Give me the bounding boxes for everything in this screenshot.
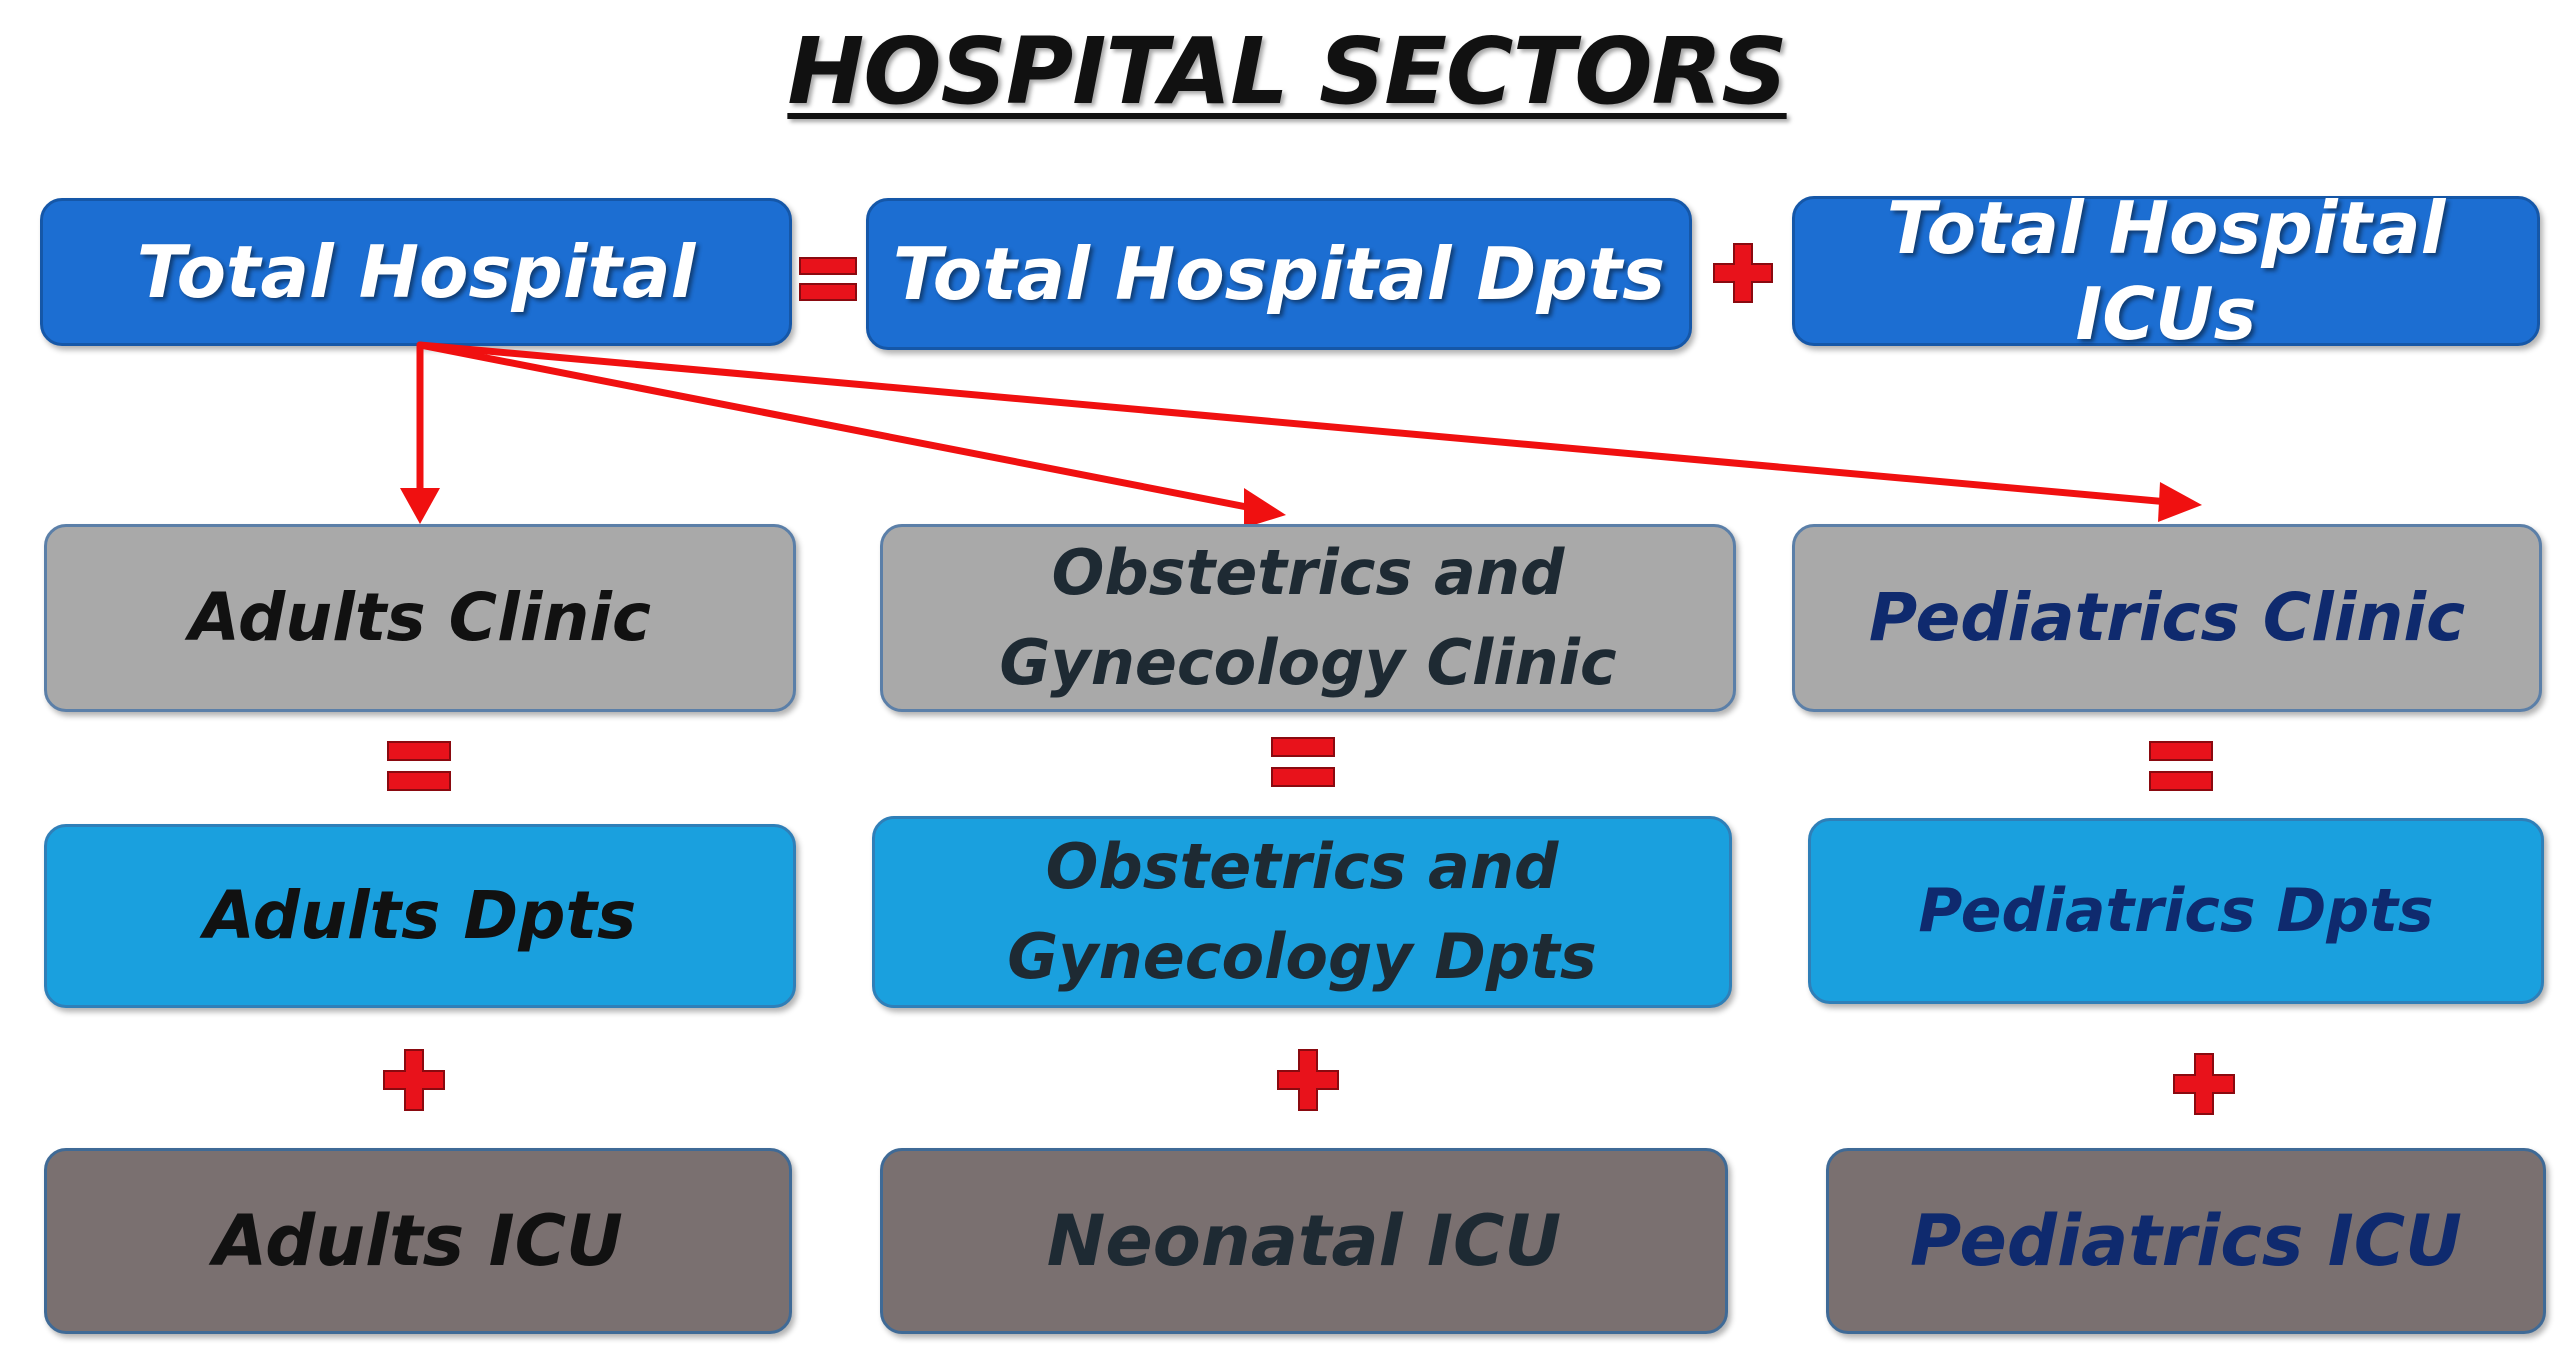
arrow-to-obgyn-clinic (416, 341, 1256, 512)
node-adults-clinic: Adults Clinic (44, 524, 796, 712)
diagram-title: HOSPITAL SECTORS (787, 18, 1787, 125)
equals-icon-adults (387, 741, 451, 791)
plus-icon-adults (383, 1049, 445, 1111)
node-total-hospital-dpts: Total Hospital Dpts (866, 198, 1692, 350)
plus-icon-top (1713, 243, 1773, 303)
arrowhead-adults (400, 488, 440, 524)
node-pediatrics-clinic-label: Pediatrics Clinic (1868, 579, 2466, 657)
node-pediatrics-icu: Pediatrics ICU (1826, 1148, 2546, 1334)
arrowhead-obgyn (1244, 488, 1286, 528)
node-obgyn-dpts-label-line2: Gynecology Dpts (1007, 920, 1597, 993)
node-pediatrics-icu-label: Pediatrics ICU (1909, 1200, 2462, 1282)
node-pediatrics-dpts: Pediatrics Dpts (1808, 818, 2544, 1004)
arrow-to-pediatrics-clinic (416, 341, 2172, 506)
plus-icon-pediatrics (2173, 1053, 2235, 1115)
node-adults-clinic-label: Adults Clinic (188, 579, 652, 657)
node-total-hospital-icus-label: Total Hospital ICUs (1886, 185, 2446, 356)
node-total-hospital-dpts-label: Total Hospital Dpts (892, 231, 1666, 316)
node-adults-dpts: Adults Dpts (44, 824, 796, 1008)
node-obgyn-clinic-label-line1: Obstetrics and (1051, 536, 1565, 610)
node-obgyn-dpts-label-line1: Obstetrics and (1045, 830, 1559, 904)
node-total-hospital-icus: Total Hospital ICUs (1792, 186, 2540, 356)
node-total-hospital-label: Total Hospital (136, 229, 696, 314)
node-adults-icu-label: Adults ICU (213, 1200, 623, 1282)
node-adults-dpts-label: Adults Dpts (203, 877, 637, 955)
equals-icon-obgyn (1271, 737, 1335, 787)
node-neonatal-icu-label: Neonatal ICU (1046, 1200, 1562, 1282)
node-adults-icu: Adults ICU (44, 1148, 792, 1334)
node-pediatrics-clinic: Pediatrics Clinic (1792, 524, 2542, 712)
equals-icon-pediatrics (2149, 741, 2213, 791)
node-pediatrics-dpts-label: Pediatrics Dpts (1918, 876, 2434, 946)
node-neonatal-icu: Neonatal ICU (880, 1148, 1728, 1334)
node-obgyn-clinic: Obstetrics and Gynecology Clinic (880, 524, 1736, 712)
plus-icon-obgyn (1277, 1049, 1339, 1111)
node-obgyn-clinic-label-line2: Gynecology Clinic (999, 626, 1617, 699)
node-obgyn-dpts: Obstetrics and Gynecology Dpts (872, 816, 1732, 1008)
arrowhead-pediatrics (2158, 482, 2202, 522)
equals-icon-top (799, 257, 857, 301)
node-total-hospital: Total Hospital (40, 198, 792, 346)
